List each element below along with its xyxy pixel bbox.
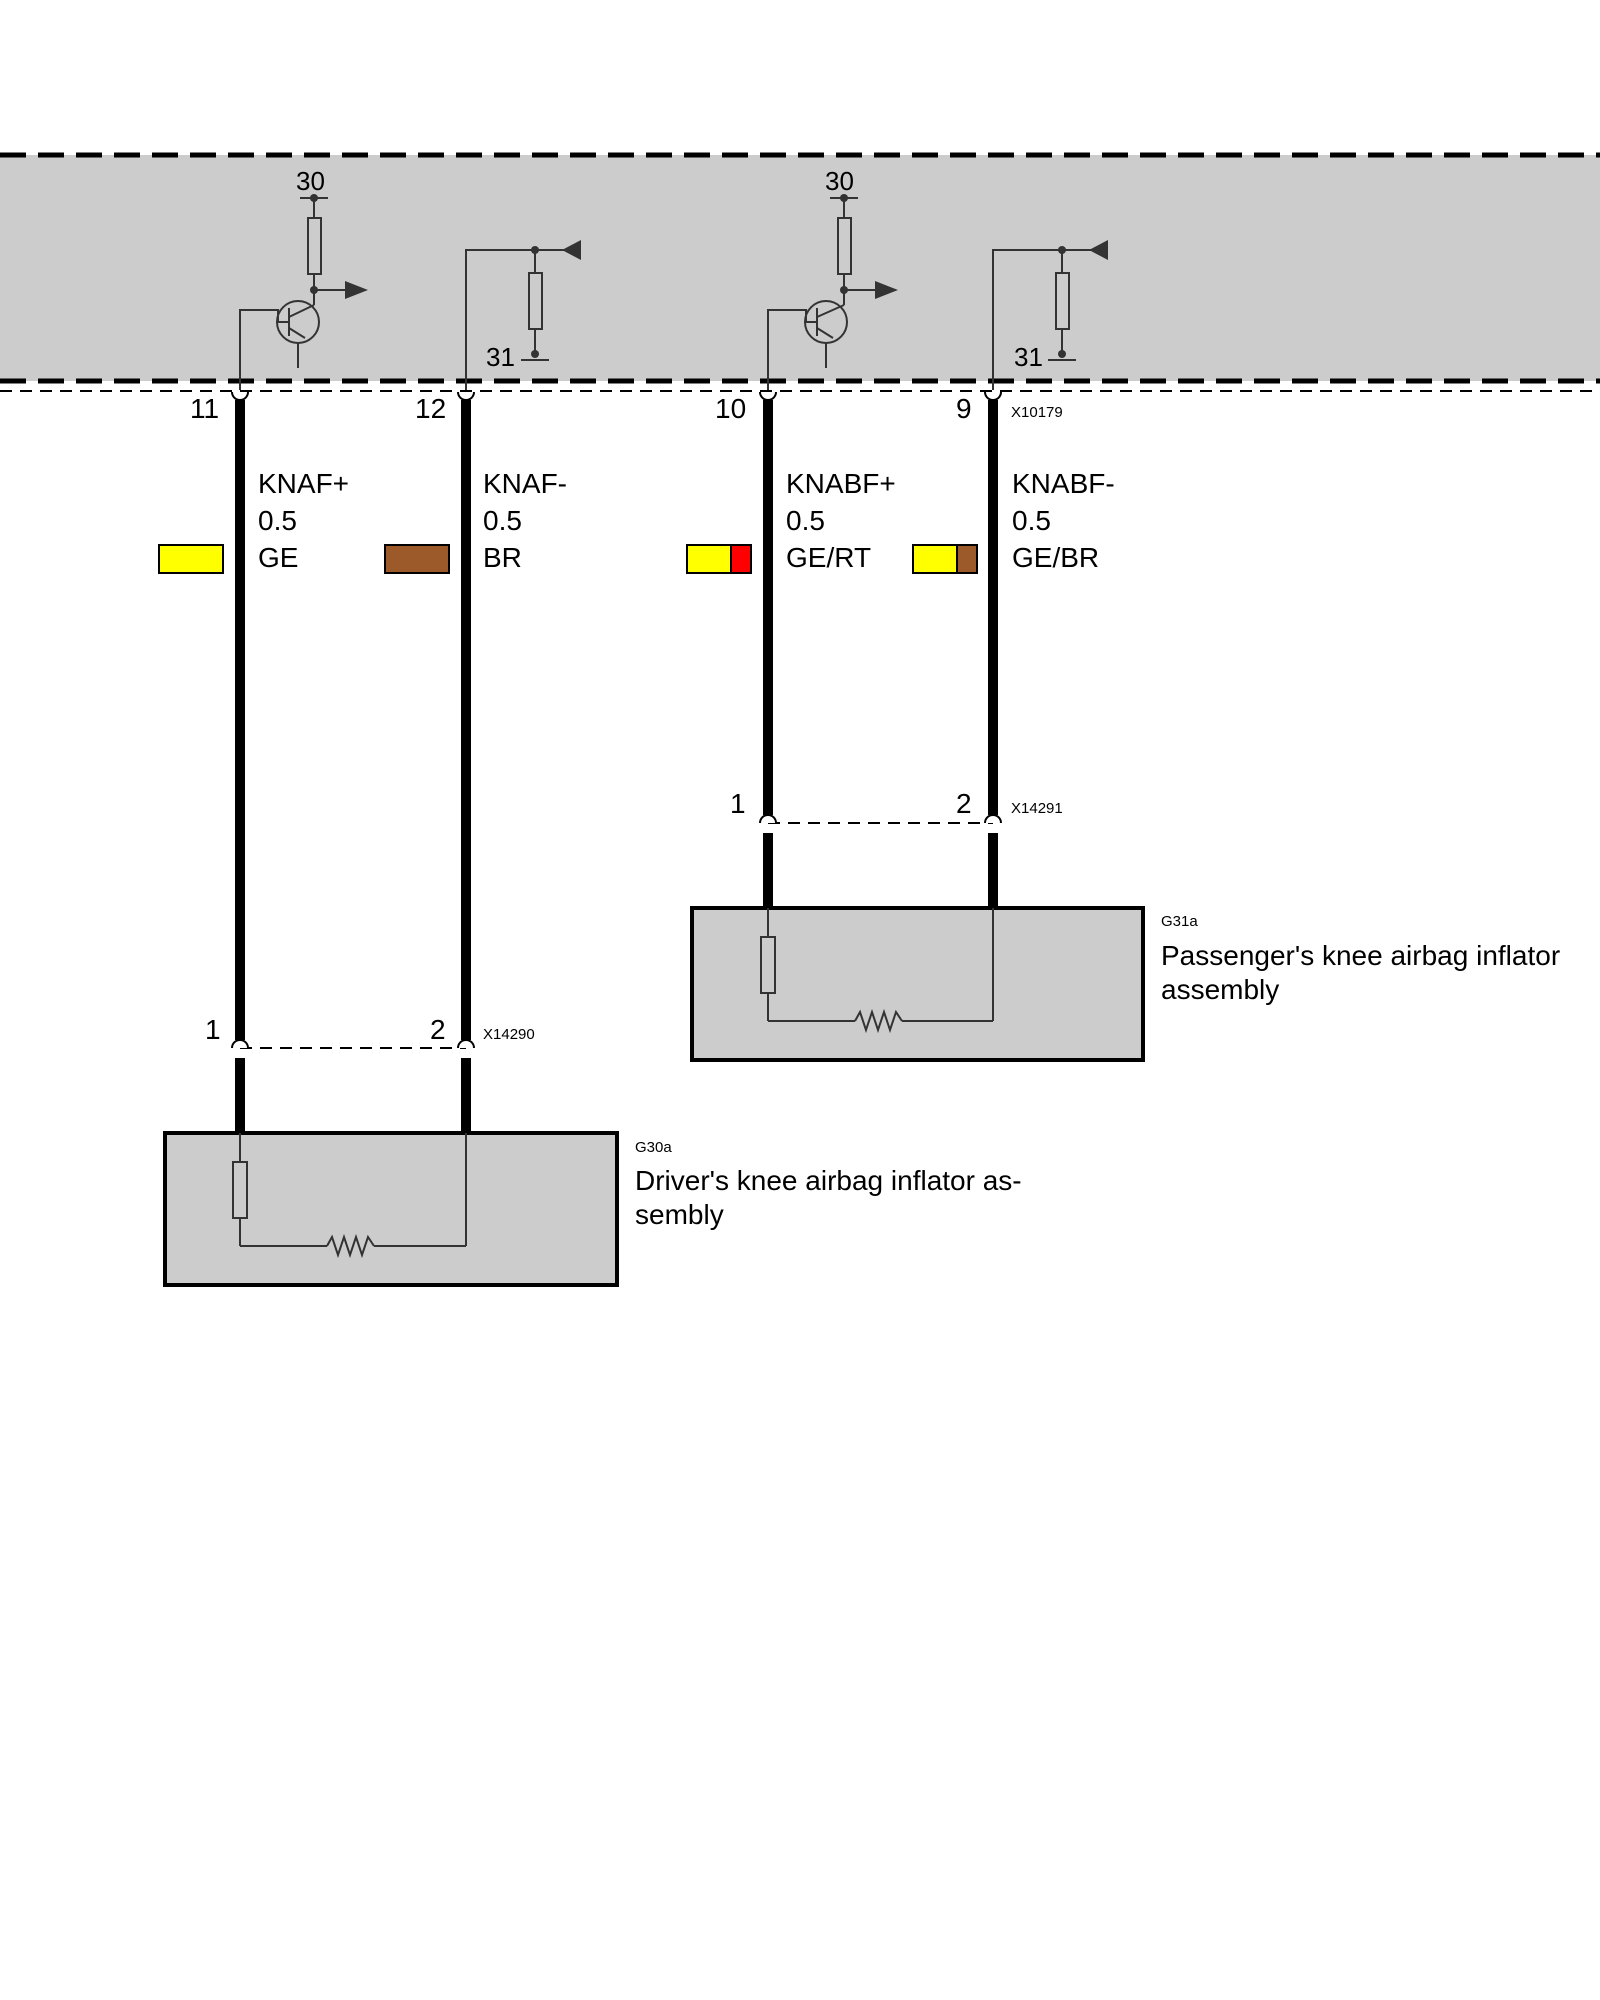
junction-dot — [310, 286, 318, 294]
connector-pin-2: 2 — [956, 788, 972, 819]
junction-dot — [1058, 350, 1066, 358]
wire-label-knaf-minus: KNAF- 0.5 BR — [384, 468, 567, 574]
passenger-minus-sense-circuit — [992, 240, 1108, 390]
passenger-knee-airbag-module — [690, 906, 1145, 1062]
module-id: G31a — [1161, 913, 1198, 930]
module-id: G30a — [635, 1139, 672, 1156]
terminal-30-left: 30 — [296, 166, 325, 196]
wire-label-knabf-minus: KNABF- 0.5 GE/BR — [912, 468, 1115, 574]
wire-color-swatch-primary — [687, 545, 731, 573]
junction-dot — [840, 194, 848, 202]
wire-color-code: BR — [483, 542, 522, 573]
pin-number: 9 — [956, 393, 972, 424]
connector-pin-2: 2 — [430, 1014, 446, 1045]
wire-color-swatch-border — [686, 544, 752, 574]
wire-color-swatch-stripe — [957, 545, 977, 573]
connector-x14291 — [759, 814, 1002, 908]
wire-color-swatch-stripe — [731, 545, 751, 573]
junction-dot — [1058, 246, 1066, 254]
wire-signal: KNABF- — [1012, 468, 1115, 499]
junction-dot — [840, 286, 848, 294]
wire-label-knabf-plus: KNABF+ 0.5 GE/RT — [686, 468, 896, 574]
pin-number: 10 — [715, 393, 746, 424]
wire-signal: KNAF- — [483, 468, 567, 499]
wire-signal: KNAF+ — [258, 468, 349, 499]
driver-plus-transistor-circuit — [239, 197, 368, 390]
wire-color-code: GE/BR — [1012, 542, 1099, 573]
terminal-30-right: 30 — [825, 166, 854, 196]
wire-color-swatch-primary — [913, 545, 957, 573]
junction-dot — [531, 246, 539, 254]
connector-sockets — [231, 391, 1002, 401]
connector-id: X14290 — [483, 1026, 535, 1043]
connector-x14290 — [231, 1039, 475, 1133]
connector-id: X14291 — [1011, 800, 1063, 817]
pin-number: 11 — [190, 393, 219, 424]
connector-pin-1: 1 — [730, 788, 746, 819]
connector-pin-1: 1 — [205, 1014, 221, 1045]
wire-color-code: GE — [258, 542, 298, 573]
driver-minus-sense-circuit — [465, 240, 581, 390]
module-description: sembly — [635, 1199, 724, 1230]
terminal-31-right: 31 — [1014, 342, 1043, 372]
wire-size: 0.5 — [258, 505, 297, 536]
junction-dot — [310, 194, 318, 202]
wire-color-code: GE/RT — [786, 542, 871, 573]
wire-size: 0.5 — [786, 505, 825, 536]
wire-size: 0.5 — [1012, 505, 1051, 536]
terminal-31-left: 31 — [486, 342, 515, 372]
junction-dot — [531, 350, 539, 358]
wire-size: 0.5 — [483, 505, 522, 536]
connector-id: X10179 — [1011, 404, 1063, 421]
control-unit-band — [0, 155, 1600, 381]
driver-knee-airbag-module — [163, 1131, 619, 1287]
wire-color-swatch — [158, 544, 224, 574]
wire-label-knaf-plus: KNAF+ 0.5 GE — [158, 468, 349, 574]
wire-color-swatch-border — [912, 544, 978, 574]
wire-color-swatch — [384, 544, 450, 574]
wire-signal: KNABF+ — [786, 468, 896, 499]
module-description: Driver's knee airbag inflator as- — [635, 1165, 1022, 1196]
pin-number: 12 — [415, 393, 446, 424]
module-description: assembly — [1161, 974, 1279, 1005]
module-description: Passenger's knee airbag inflator — [1161, 940, 1560, 971]
